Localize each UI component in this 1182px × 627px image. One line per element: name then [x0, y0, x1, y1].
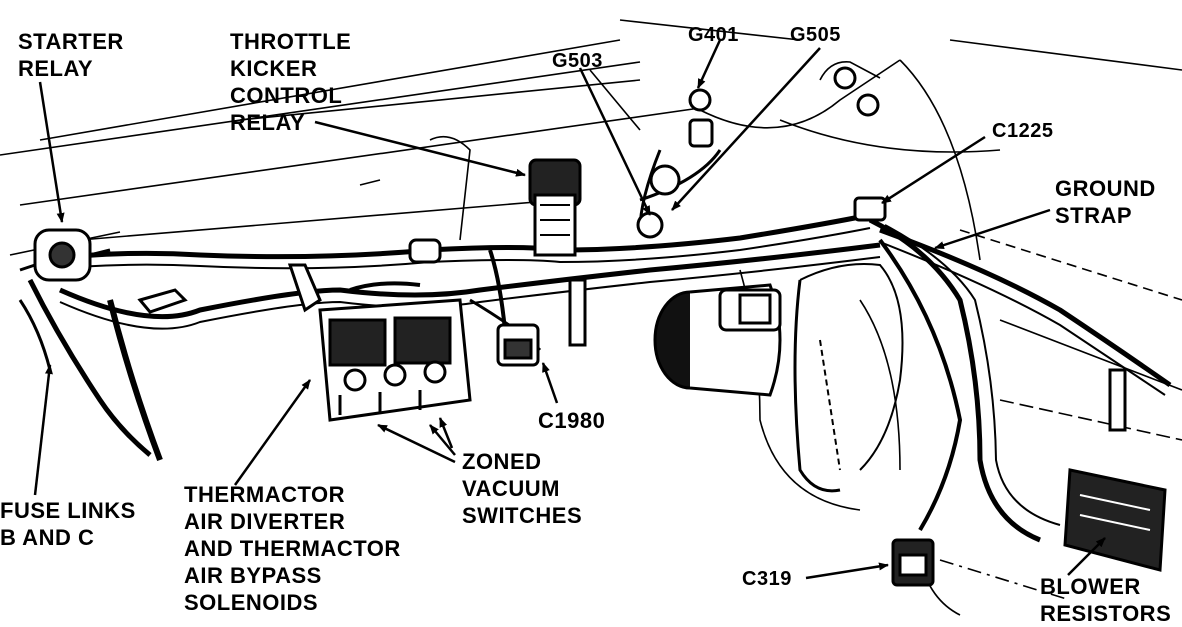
heater-case [799, 263, 904, 471]
label-c319: C319 [742, 568, 792, 590]
label-thermactor-solenoids: THERMACTOR AIR DIVERTER AND THERMACTOR A… [184, 482, 401, 615]
starter-relay-component [19, 228, 111, 282]
solenoids-and-vacuum-switches [318, 281, 472, 422]
label-zoned-vacuum-switches: ZONED VACUUM SWITCHES [462, 449, 583, 528]
label-ground-strap: GROUND STRAP [1055, 176, 1156, 228]
label-blower-resistors: BLOWER RESISTORS [1040, 574, 1172, 626]
label-fuse-links: FUSE LINKS B AND C [0, 498, 136, 550]
right-bracket [1108, 368, 1127, 432]
wiring-harness [18, 149, 1172, 543]
leader-arrows [33, 39, 1106, 580]
c319-connector [891, 538, 935, 587]
label-g503: G503 [552, 50, 603, 72]
blower-resistors-component [1063, 468, 1167, 572]
label-throttle-kicker-control-relay: THROTTLE KICKER CONTROL RELAY [230, 29, 352, 135]
ground-bolts [636, 66, 880, 239]
label-g505: G505 [790, 24, 841, 46]
blower-motor [653, 283, 782, 397]
throttle-kicker-relay-component [528, 158, 582, 257]
c1225-connector [853, 196, 887, 222]
label-starter-relay: STARTER RELAY [18, 29, 124, 81]
harness-clips [137, 238, 587, 347]
label-g401: G401 [688, 24, 739, 46]
body-panel-lines [0, 19, 1182, 616]
c1980-connector [496, 323, 540, 367]
label-c1225: C1225 [992, 120, 1054, 142]
label-c1980: C1980 [538, 408, 606, 433]
